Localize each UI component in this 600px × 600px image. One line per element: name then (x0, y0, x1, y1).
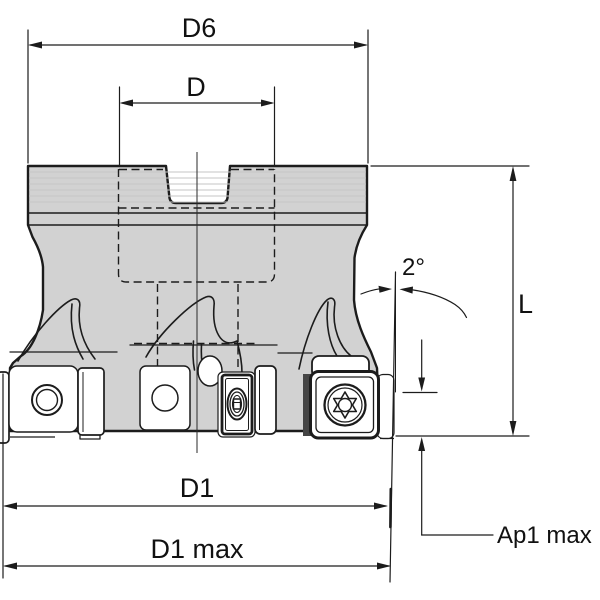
label-d1-max: D1 max (150, 534, 244, 564)
insert-station-right (303, 355, 395, 440)
torx-center (337, 397, 353, 413)
dimensions (2, 29, 530, 583)
label-ap1-max: Ap1 max (497, 522, 592, 549)
label-angle: 2° (402, 254, 425, 281)
screw-hole-inner (35, 388, 59, 412)
insert-station-left (0, 365, 105, 444)
label-l: L (518, 289, 533, 319)
insert-station-center (139, 355, 277, 438)
dimension-ap1 (402, 339, 494, 536)
bottom-face-lines (10, 436, 394, 440)
clamp-left (77, 367, 105, 436)
dimension-d (118, 86, 276, 166)
body-silhouette (8, 164, 381, 433)
clamp-center (254, 365, 277, 435)
torx-socket-center (232, 398, 242, 410)
edge-insert (0, 371, 10, 444)
clamp-left-foot (79, 435, 101, 440)
dimension-d1 (2, 373, 391, 579)
dimension-angle (360, 271, 468, 583)
insert-gap-shadow (303, 374, 312, 436)
screw-hole-center (151, 384, 179, 412)
label-d: D (186, 72, 206, 102)
label-d1: D1 (180, 473, 215, 503)
label-d6: D6 (182, 13, 217, 43)
dimension-l (370, 165, 530, 437)
insert-stations (0, 355, 395, 444)
screw-boss (197, 355, 223, 387)
dimension-d6 (27, 29, 369, 164)
flute-curves (17, 295, 352, 374)
